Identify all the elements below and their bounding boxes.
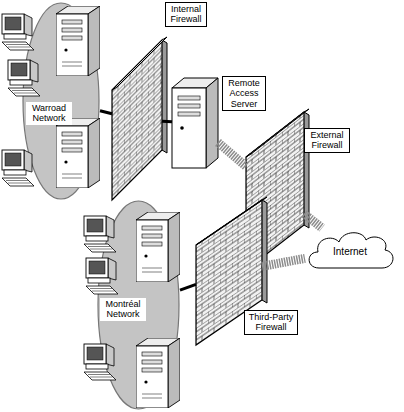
vpn-tunnel: [262, 258, 305, 266]
workstation: [2, 14, 34, 50]
wall-cap: [112, 37, 167, 90]
server-outline: [172, 78, 218, 168]
node-label: External Firewall: [304, 128, 350, 153]
network-link: [180, 284, 196, 290]
wall-outline: [112, 40, 162, 200]
node-label: Remote Access Server: [222, 76, 266, 111]
wall-cap: [246, 109, 309, 157]
node-label: Montréal Network: [100, 298, 146, 321]
wall-cap: [196, 197, 267, 245]
drive-bay: [178, 104, 200, 108]
server-front: [172, 88, 206, 168]
ellipse-outline: [22, 2, 100, 200]
network-node: Remote Access Server: [172, 78, 218, 168]
network-ellipse: [23, 3, 99, 199]
brick-wall: [112, 40, 162, 200]
firewall-node: Third-Party Firewall: [196, 200, 262, 345]
network-node: Montréal Network: [97, 200, 180, 410]
server-side: [206, 78, 218, 168]
network-link: [100, 111, 112, 114]
node-label: Internal Firewall: [165, 2, 207, 27]
power-button: [180, 126, 184, 130]
network-node: Internet: [305, 228, 395, 272]
network-ellipse: [98, 201, 179, 409]
drive-bay: [178, 96, 200, 100]
node-label: Third-Party Firewall: [244, 310, 298, 335]
drive-bay: [178, 112, 200, 116]
vpn-tunnel: [218, 143, 246, 167]
firewall-node: Internal Firewall: [112, 40, 162, 200]
network-node: Warroad Network: [22, 2, 100, 200]
node-label: Warroad Network: [26, 102, 72, 125]
node-label: Internet: [305, 245, 395, 259]
